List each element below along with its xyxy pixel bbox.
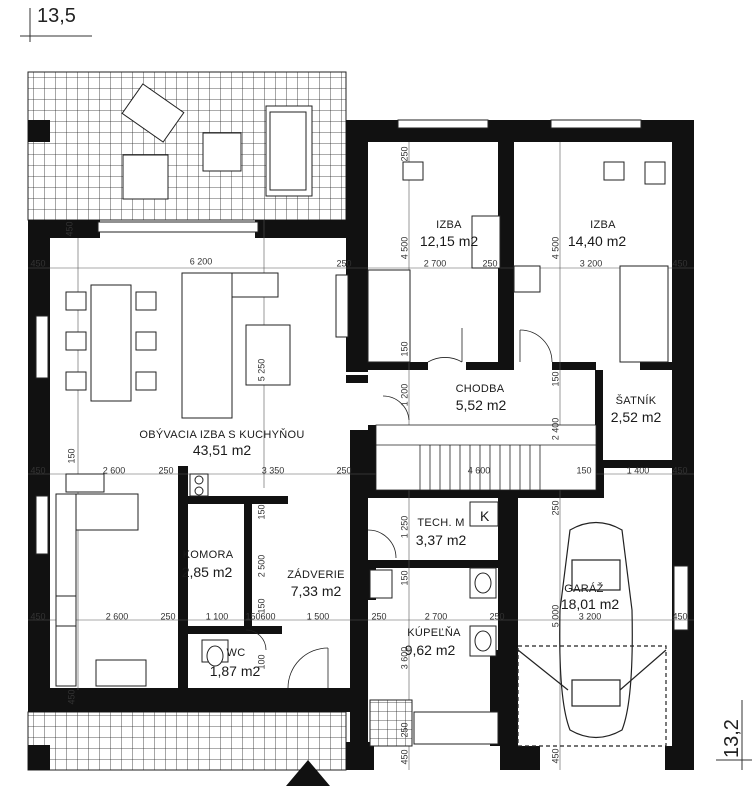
dim-h3-1: 2 600 [105, 611, 129, 622]
dim-v-10: 5 250 [256, 358, 267, 382]
dim-h2-8: 450 [672, 465, 688, 476]
bathroom-fixtures [201, 501, 499, 747]
dim-h2-5: 4 600 [467, 465, 491, 476]
dim-v-13: 150 [256, 598, 267, 614]
boiler-marker: K [480, 508, 490, 524]
dim-h1-6: 450 [672, 258, 688, 269]
dim-v-21: 450 [550, 748, 561, 764]
room-satnik-area: 2,52 m2 [610, 409, 662, 425]
room-izba-2-name: IZBA [590, 219, 616, 231]
walls [28, 120, 694, 770]
room-izba-1-name: IZBA [436, 219, 462, 231]
dim-h2-2: 250 [158, 465, 174, 476]
dim-v-20: 250 [399, 722, 410, 738]
dim-v-9: 150 [66, 448, 77, 464]
dim-h2-6: 150 [576, 465, 592, 476]
terrace-bottom [27, 711, 347, 771]
stairs [375, 424, 597, 491]
dim-h3-8: 2 700 [424, 611, 448, 622]
dim-h3-5: 600 [260, 611, 276, 622]
dim-v-22: 450 [66, 689, 77, 705]
dim-v-5: 1 200 [399, 383, 410, 407]
dim-v-2: 4 500 [399, 236, 410, 260]
room-zadverie-area: 7,33 m2 [290, 583, 342, 599]
room-wc-area: 1,87 m2 [209, 663, 261, 679]
overall-width-label: 13,5 [37, 5, 76, 27]
room-komora-area: 2,85 m2 [181, 564, 233, 580]
dim-h3-4: 150 [245, 611, 261, 622]
windows [35, 119, 689, 631]
dim-h2-3: 3 350 [261, 465, 285, 476]
room-satnik-name: ŠATNÍK [615, 395, 657, 407]
room-tech-area: 3,37 m2 [415, 532, 467, 548]
dim-h3-3: 1 100 [205, 611, 229, 622]
dim-h1-4: 250 [482, 258, 498, 269]
dim-h2-0: 450 [30, 465, 46, 476]
room-tech-name: TECH. M [417, 517, 465, 529]
doors [245, 328, 553, 689]
dim-v-8: 1 250 [399, 515, 410, 539]
room-obyvacia-area: 43,51 m2 [192, 442, 252, 458]
room-wc-name: WC [226, 647, 246, 659]
dim-v-18: 3 600 [399, 646, 410, 670]
dim-h1-0: 450 [30, 258, 46, 269]
living-furniture [55, 272, 349, 687]
dim-v-3: 4 500 [550, 236, 561, 260]
room-chodba-name: CHODBA [455, 383, 505, 395]
room-obyvacia-name: OBÝVACIA IZBA S KUCHYŇOU [139, 429, 305, 441]
room-izba-2-area: 14,40 m2 [567, 233, 627, 249]
dim-h2-4: 250 [336, 465, 352, 476]
terrace-furniture [121, 83, 313, 200]
dim-v-12: 2 500 [256, 554, 267, 578]
dim-v-4: 150 [399, 341, 410, 357]
dim-v-16: 5 000 [550, 604, 561, 628]
dim-h3-2: 250 [160, 611, 176, 622]
dim-h3-10: 3 200 [578, 611, 602, 622]
room-garaz-name: GARÁŽ [564, 583, 604, 595]
room-garaz-area: 18,01 m2 [560, 596, 620, 612]
dim-v-6: 150 [550, 371, 561, 387]
dim-v-0: 450 [64, 221, 75, 237]
dim-v-14: 100 [256, 654, 267, 670]
dim-h1-1: 6 200 [189, 256, 213, 267]
room-kupelna-name: KÚPEĽŇA [407, 627, 461, 639]
dim-h3-0: 450 [30, 611, 46, 622]
dim-h2-1: 2 600 [102, 465, 126, 476]
dim-v-1: 250 [399, 146, 410, 162]
bedroom-furniture [367, 161, 669, 363]
dim-v-11: 150 [256, 504, 267, 520]
overall-width-marker [20, 8, 92, 42]
dim-h1-2: 250 [336, 258, 352, 269]
room-zadverie-name: ZÁDVERIE [287, 569, 345, 581]
room-izba-1-area: 12,15 m2 [419, 233, 479, 249]
dim-h3-7: 250 [371, 611, 387, 622]
dim-h3-9: 250 [489, 611, 505, 622]
dim-v-15: 150 [399, 570, 410, 586]
room-komora-name: KOMORA [182, 549, 234, 561]
dim-v-19: 450 [399, 749, 410, 765]
car-icon [517, 521, 667, 747]
dim-h3-11: 450 [672, 611, 688, 622]
overall-depth-marker [716, 700, 752, 770]
dim-h1-5: 3 200 [579, 258, 603, 269]
dim-h1-3: 2 700 [423, 258, 447, 269]
room-chodba-area: 5,52 m2 [455, 397, 507, 413]
overall-depth-label: 13,2 [721, 719, 743, 758]
entrance-arrow-icon [286, 760, 330, 786]
dim-h2-7: 1 400 [626, 465, 650, 476]
dim-v-7: 2 400 [550, 417, 561, 441]
dim-h3-6: 1 500 [306, 611, 330, 622]
room-kupelna-area: 9,62 m2 [404, 642, 456, 658]
dim-v-17: 250 [550, 500, 561, 516]
